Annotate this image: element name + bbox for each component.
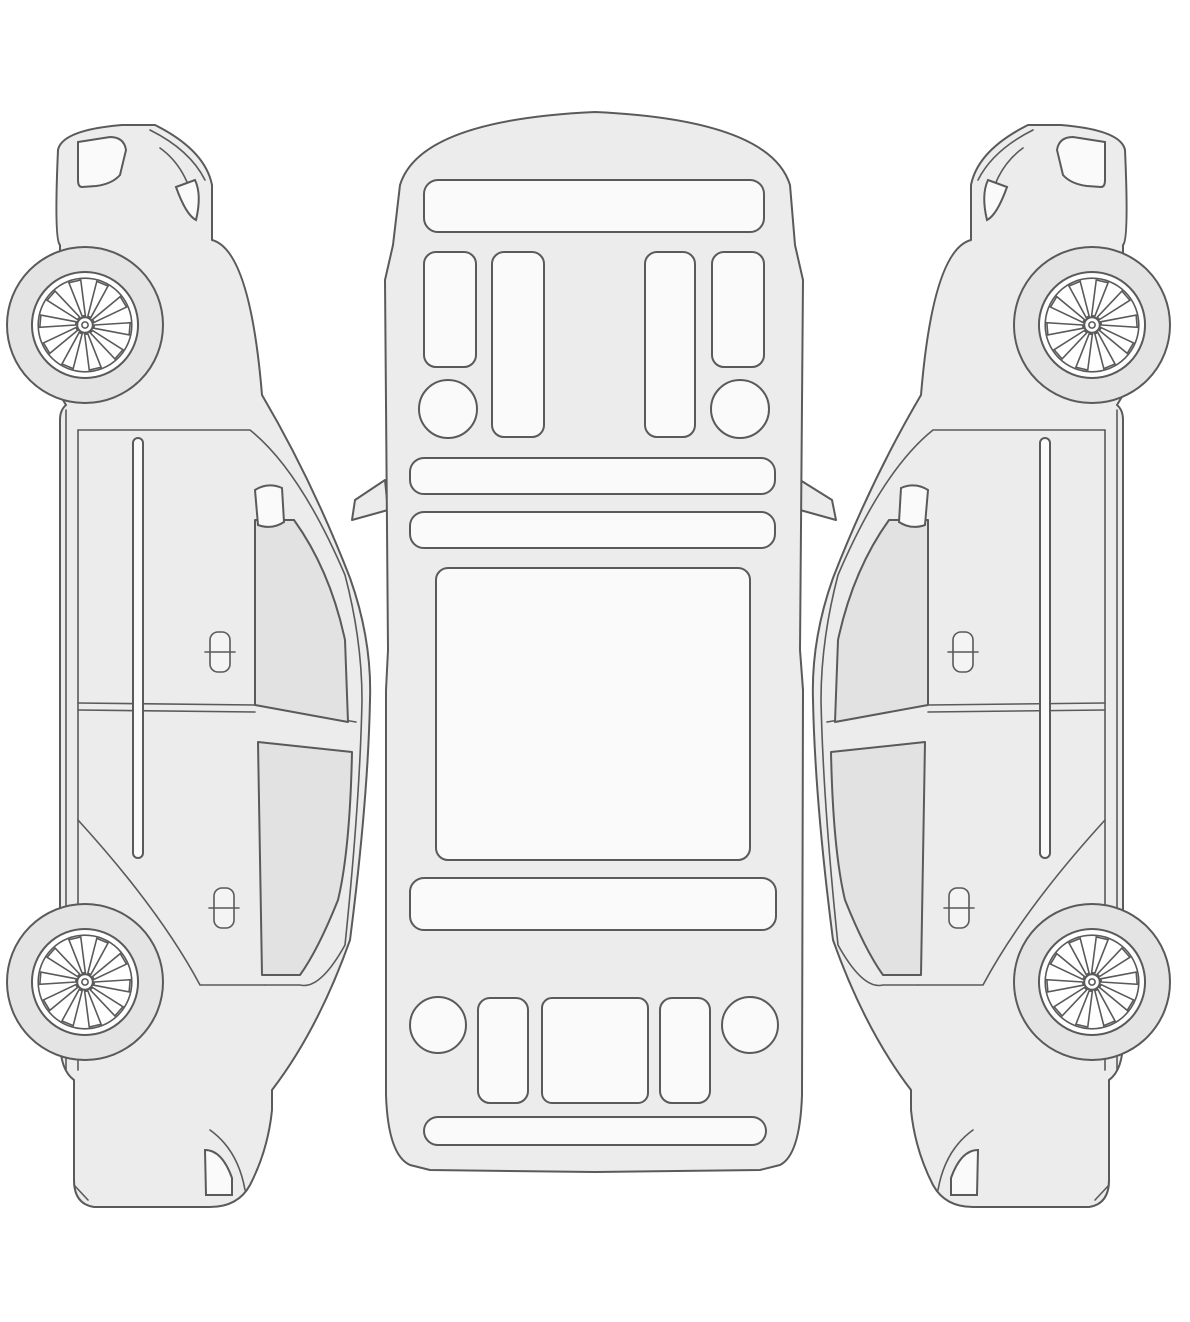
right-side-trim <box>1039 437 1051 859</box>
top-roof-panel[interactable] <box>435 567 751 861</box>
right-front-wheel[interactable] <box>1013 246 1171 404</box>
wheel-spoke <box>67 935 87 974</box>
left-rear-door-handle[interactable] <box>208 887 240 929</box>
wheel-spoke <box>1090 935 1110 974</box>
top-rear-left-panel[interactable] <box>477 997 529 1104</box>
wheel-spoke <box>1098 326 1135 355</box>
wheel-spoke <box>91 952 128 981</box>
wheel-spoke <box>83 990 103 1029</box>
wheel-spoke <box>1045 321 1085 336</box>
wheel-spoke <box>38 314 78 329</box>
wheel-spoke <box>1098 983 1135 1012</box>
top-left-mirror[interactable] <box>351 479 389 521</box>
top-right-mirror[interactable] <box>799 479 837 521</box>
rim-inner-ring <box>1044 277 1140 373</box>
wheel-spoke <box>60 988 84 1027</box>
wheel-spoke <box>1093 988 1117 1027</box>
wheel-spoke <box>67 278 87 317</box>
wheel-spoke <box>1099 314 1139 329</box>
top-windshield-bar[interactable] <box>409 457 776 495</box>
wheel-spoke <box>1049 952 1086 981</box>
wheel-spoke <box>1045 978 1085 993</box>
left-headlight <box>77 135 128 189</box>
wheel-spoke <box>45 289 81 321</box>
wheel-spoke <box>60 331 84 370</box>
rim-inner-ring <box>37 277 133 373</box>
wheel-spoke <box>89 986 125 1018</box>
wheel-spoke <box>1067 280 1091 319</box>
top-front-left-circle[interactable] <box>418 379 478 439</box>
wheel-center <box>81 321 89 329</box>
wheel-spoke <box>1074 333 1094 372</box>
top-rear-window-bar[interactable] <box>409 877 777 931</box>
wheel-spoke <box>1099 971 1139 986</box>
wheel-spoke <box>92 321 132 336</box>
top-front-right-panel[interactable] <box>711 251 765 368</box>
wheel-spoke <box>86 937 110 976</box>
top-cowl-bar[interactable] <box>409 511 776 549</box>
wheel-spoke <box>1049 295 1086 324</box>
wheel-spoke <box>1052 329 1088 361</box>
top-trunk-panel[interactable] <box>541 997 649 1104</box>
left-mirror[interactable] <box>253 484 286 528</box>
wheel-spoke <box>86 280 110 319</box>
wheel-hub <box>76 973 94 991</box>
wheel-spoke <box>38 971 78 986</box>
wheel-spoke <box>92 978 132 993</box>
top-front-right-inner-panel[interactable] <box>644 251 696 438</box>
wheel-center <box>1088 978 1096 986</box>
right-front-door-handle[interactable] <box>947 631 979 673</box>
top-rear-bumper-bar[interactable] <box>423 1116 767 1146</box>
wheel-spoke <box>45 946 81 978</box>
wheel-spoke <box>1052 986 1088 1018</box>
right-mirror[interactable] <box>897 484 930 528</box>
right-rear-wheel[interactable] <box>1013 903 1171 1061</box>
right-front-window[interactable] <box>834 519 929 723</box>
wheel-spoke <box>42 326 79 355</box>
left-front-door-handle[interactable] <box>204 631 236 673</box>
rim-inner-ring <box>37 934 133 1030</box>
right-rear-door-handle[interactable] <box>943 887 975 929</box>
wheel-spoke <box>1090 278 1110 317</box>
wheel-spoke <box>83 333 103 372</box>
top-rear-right-panel[interactable] <box>659 997 711 1104</box>
right-side-view <box>811 124 1171 1208</box>
wheel-spoke <box>42 983 79 1012</box>
top-front-left-inner-panel[interactable] <box>491 251 545 438</box>
left-side-trim <box>132 437 144 859</box>
top-view <box>351 111 837 1173</box>
top-front-right-circle[interactable] <box>710 379 770 439</box>
top-hood-panel[interactable] <box>423 179 765 233</box>
top-rear-right-circle[interactable] <box>721 996 779 1054</box>
wheel-spoke <box>91 295 128 324</box>
left-rear-wheel[interactable] <box>6 903 164 1061</box>
wheel-spoke <box>1093 331 1117 370</box>
wheel-spoke <box>1096 289 1132 321</box>
wheel-spoke <box>1074 990 1094 1029</box>
rim-inner-ring <box>1044 934 1140 1030</box>
top-rear-left-circle[interactable] <box>409 996 467 1054</box>
wheel-spoke <box>89 329 125 361</box>
left-front-window[interactable] <box>254 519 349 723</box>
wheel-center <box>1088 321 1096 329</box>
top-front-left-panel[interactable] <box>423 251 477 368</box>
wheel-hub <box>1083 973 1101 991</box>
left-side-view <box>6 124 372 1208</box>
left-front-wheel[interactable] <box>6 246 164 404</box>
left-rear-window[interactable] <box>257 741 353 976</box>
wheel-hub <box>76 316 94 334</box>
wheel-spoke <box>1067 937 1091 976</box>
wheel-spoke <box>1096 946 1132 978</box>
wheel-center <box>81 978 89 986</box>
right-headlight <box>1055 135 1106 189</box>
right-rear-window[interactable] <box>830 741 926 976</box>
wheel-hub <box>1083 316 1101 334</box>
